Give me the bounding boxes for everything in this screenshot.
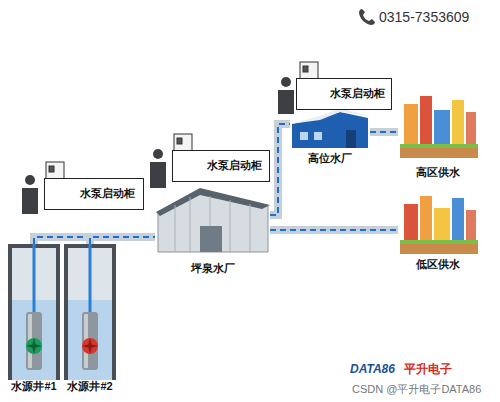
phone-number: 0315-7353609 <box>379 9 469 25</box>
well-node: 水源井#1 <box>8 244 60 396</box>
node-label: 高位水厂 <box>308 152 352 166</box>
pipe-flow <box>370 131 398 133</box>
water-pipe <box>34 237 155 244</box>
node-label: 水泵启动柜 <box>207 159 262 173</box>
node-label: 高区供水 <box>416 166 460 180</box>
node-label: 水源井#1 <box>11 380 56 394</box>
pipe-flow <box>34 237 155 244</box>
plant-node: 坪泉水厂 <box>155 188 270 278</box>
pipe-body <box>90 237 155 244</box>
logo-text: 平升电子 <box>404 361 452 378</box>
plant-node: 高位水厂 <box>290 108 370 168</box>
pipe-body <box>370 128 398 136</box>
node-label: 水泵启动柜 <box>330 87 385 101</box>
node-label: 低区供水 <box>416 258 460 272</box>
water-pipe <box>90 237 155 244</box>
water-pipe <box>370 132 398 133</box>
city-node: 高区供水 <box>398 92 478 182</box>
cabinet-callout: 水泵启动柜 <box>44 178 144 210</box>
person-icon <box>22 77 294 214</box>
city-node: 低区供水 <box>398 192 478 274</box>
pipe-flow <box>270 229 398 231</box>
cabinet-callout: 水泵启动柜 <box>296 78 392 110</box>
water-well <box>8 244 60 380</box>
water-pipe <box>270 124 290 215</box>
pipe-flow <box>270 124 290 215</box>
water-well <box>64 244 116 380</box>
pipe-body <box>270 124 290 215</box>
pipe-body <box>34 237 155 244</box>
water-pipe <box>270 230 398 231</box>
city-block <box>400 96 478 158</box>
plant-building <box>290 108 370 148</box>
well-node: 水源井#2 <box>64 244 116 396</box>
pipe-flow <box>90 237 155 244</box>
city-block <box>400 196 478 254</box>
node-label: 坪泉水厂 <box>191 262 235 276</box>
pipe-body <box>270 226 398 234</box>
node-label: 水源井#2 <box>67 380 112 394</box>
watermark: CSDN @平升电子DATA86 <box>352 382 481 397</box>
logo-text: DATA86 <box>350 362 395 376</box>
factory-building <box>156 188 270 252</box>
phone-icon <box>359 9 375 25</box>
cabinet-callout: 水泵启动柜 <box>172 150 270 182</box>
node-label: 水泵启动柜 <box>80 187 135 201</box>
